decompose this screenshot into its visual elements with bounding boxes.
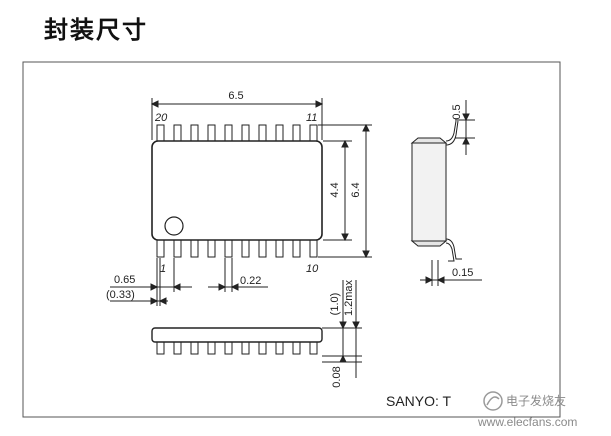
pin-label-1: 1 — [160, 263, 166, 275]
dim-lead-top: 0.5 — [451, 104, 463, 119]
dim-lead-thickness: 0.15 — [452, 267, 473, 279]
dim-body-height: (1.0) — [329, 293, 341, 316]
end-view — [410, 100, 482, 286]
front-leads — [156, 341, 318, 355]
drawing-frame — [22, 61, 561, 418]
chip-body — [151, 140, 323, 241]
top-view — [110, 98, 372, 306]
watermark: 电子发烧友 www.elecfans.com — [477, 391, 577, 429]
dim-standoff: 0.08 — [331, 366, 343, 387]
dim-pitch: 0.65 — [114, 274, 135, 286]
model-label: SANYO: T — [386, 393, 452, 409]
dim-body-length: 6.5 — [228, 90, 243, 102]
pin-label-10: 10 — [306, 263, 319, 275]
watermark-url: www.elecfans.com — [477, 415, 577, 429]
pin-label-20: 20 — [154, 112, 168, 124]
front-view — [151, 280, 362, 378]
dim-max-height: 1.2max — [343, 279, 355, 316]
dim-pitch-offset: (0.33) — [106, 289, 135, 301]
page-title: 封装尺寸 — [44, 16, 148, 44]
dim-lead-width: 0.22 — [240, 275, 261, 287]
dim-total-width: 6.4 — [350, 182, 362, 197]
pin1-marker — [164, 216, 184, 236]
watermark-text: 电子发烧友 — [506, 393, 566, 408]
top-pins — [156, 124, 318, 143]
pin-label-11: 11 — [306, 112, 317, 124]
bottom-pins — [156, 239, 318, 258]
dim-body-width: 4.4 — [329, 182, 341, 197]
